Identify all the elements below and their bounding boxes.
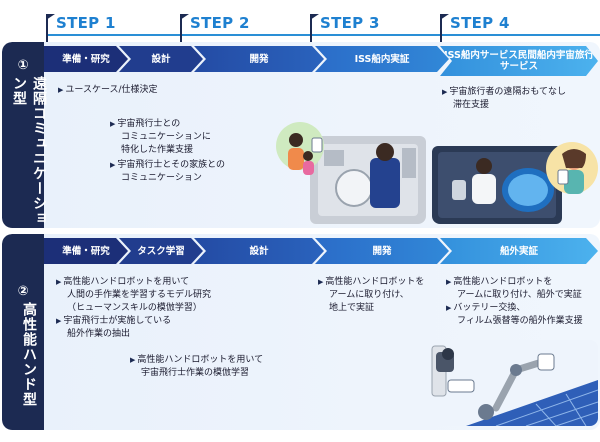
step-3-marker	[310, 14, 319, 42]
chevron-design-2: 設計	[194, 238, 324, 264]
robot-arm-image	[426, 340, 598, 426]
section-remote-communication: ① 遠隔コミュニケーション型 準備・研究 設計 開発 ISS船内実証 ISS船内…	[2, 42, 600, 228]
iss-interior-image	[276, 122, 426, 224]
chevron-development: 開発	[194, 46, 324, 72]
note-tourist-support: 宇宙旅行者の遠隔おもてなし 滞在支援	[442, 86, 566, 112]
chevron-prep-research-2: 準備・研究	[44, 238, 128, 264]
section-2-number: ②	[17, 284, 29, 299]
note-imitation-learning: 高性能ハンドロボットを用いて 宇宙飛行士作業の模倣学習	[130, 354, 263, 380]
chevron-design: 設計	[119, 46, 203, 72]
step-1-marker	[46, 14, 55, 42]
step-header: STEP 1 STEP 2 STEP 3 STEP 4	[0, 0, 600, 42]
illustration-robot-hand-eva	[426, 340, 598, 426]
note-hand-research: 高性能ハンドロボットを用いて 人間の手作業を学習するモデル研究 （ヒューマンスキ…	[56, 276, 211, 341]
chevron-development-2: 開発	[315, 238, 449, 264]
section-1-number: ①	[17, 58, 29, 73]
section-1-side-label: ① 遠隔コミュニケーション型	[2, 42, 47, 228]
chevron-task-learning: タスク学習	[119, 238, 203, 264]
chevron-iss-service: ISS船内サービス民間船内宇宙旅行サービス	[440, 46, 598, 76]
section-2-title: 高性能ハンド型	[21, 302, 37, 407]
note-eva-demo: 高性能ハンドロボットを アームに取り付け、船外で実証 バッテリー交換、 フィルム…	[446, 276, 582, 328]
chevron-iss-demo: ISS船内実証	[315, 46, 449, 72]
step-4-label: STEP 4	[450, 14, 510, 32]
chevron-prep-research: 準備・研究	[44, 46, 128, 72]
chevron-eva-demo: 船外実証	[440, 238, 598, 264]
section-2-side-label: ② 高性能ハンド型	[2, 234, 44, 430]
step-1-label: STEP 1	[56, 14, 116, 32]
illustration-family-communication	[274, 118, 426, 224]
section-1-title: 遠隔コミュニケーション型	[11, 76, 47, 226]
note-ground-demo: 高性能ハンドロボットを アームに取り付け、 地上で実証	[318, 276, 424, 315]
timeline-line	[46, 34, 600, 36]
illustration-tourist-support	[432, 140, 598, 224]
note-usecase: ユースケース/仕様決定	[58, 84, 158, 97]
chevron-iss-service-line2: 民間船内宇宙旅行サービス	[499, 50, 594, 72]
note-work-support: 宇宙飛行士との コミュニケーションに 特化した作業支援 宇宙飛行士とその家族との…	[110, 118, 225, 185]
section-high-performance-hand: ② 高性能ハンド型 準備・研究 タスク学習 設計 開発 船外実証 高性能ハンドロ…	[2, 234, 600, 430]
space-tourist-image	[432, 142, 598, 224]
step-2-label: STEP 2	[190, 14, 250, 32]
step-4-marker	[440, 14, 449, 42]
step-3-label: STEP 3	[320, 14, 380, 32]
step-2-marker	[180, 14, 189, 42]
chevron-iss-service-line1: ISS船内サービス	[444, 50, 518, 61]
